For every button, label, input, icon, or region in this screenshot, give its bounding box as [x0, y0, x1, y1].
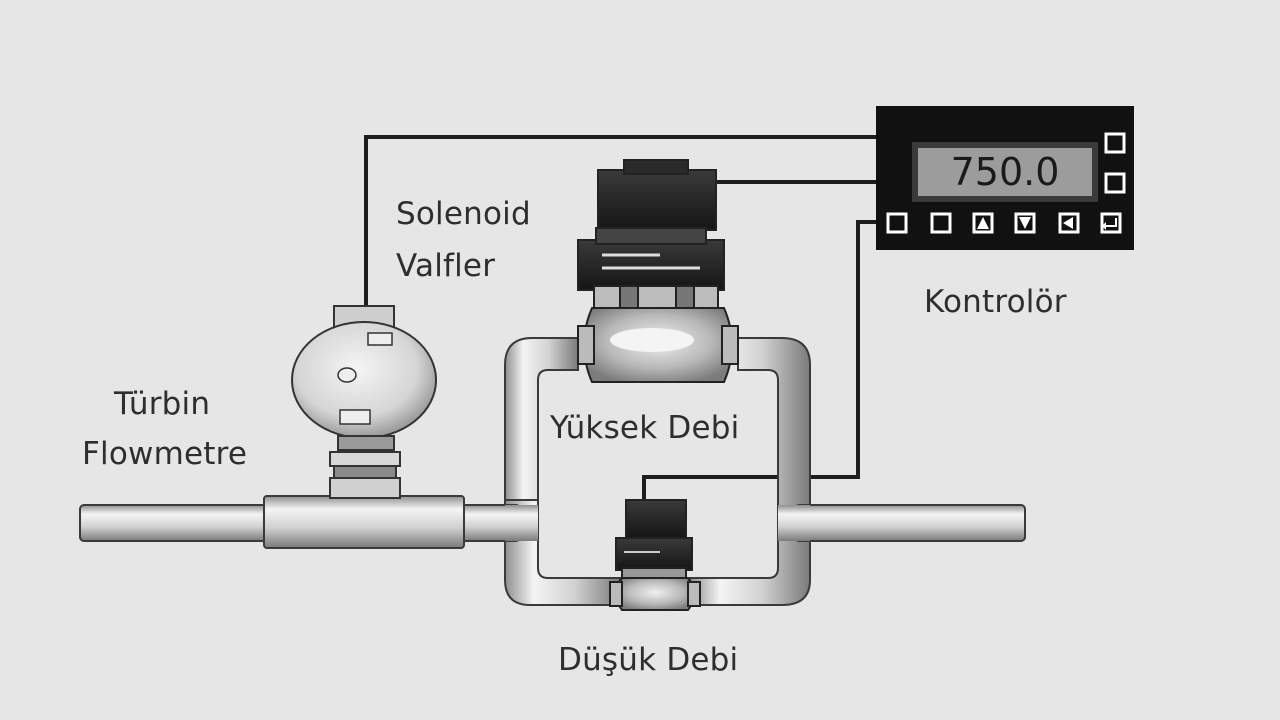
high-flow-solenoid-valve	[577, 159, 739, 383]
solenoid-label-line2: Valfler	[396, 248, 496, 284]
controller-unit	[876, 106, 1134, 250]
turbine-label-line2: Flowmetre	[82, 436, 248, 472]
turbine-label-line1: Türbin	[114, 386, 211, 422]
high-flow-label: Yüksek Debi	[550, 410, 740, 446]
solenoid-label-line1: Solenoid	[396, 196, 531, 232]
low-flow-solenoid-valve	[609, 499, 701, 611]
main-pipes	[79, 495, 1026, 549]
signal-wires	[364, 135, 878, 500]
controller-display-value: 750.0	[950, 150, 1060, 194]
turbine-flowmeter	[291, 305, 437, 499]
controller-label: Kontrolör	[924, 284, 1067, 320]
low-flow-label: Düşük Debi	[558, 642, 739, 678]
